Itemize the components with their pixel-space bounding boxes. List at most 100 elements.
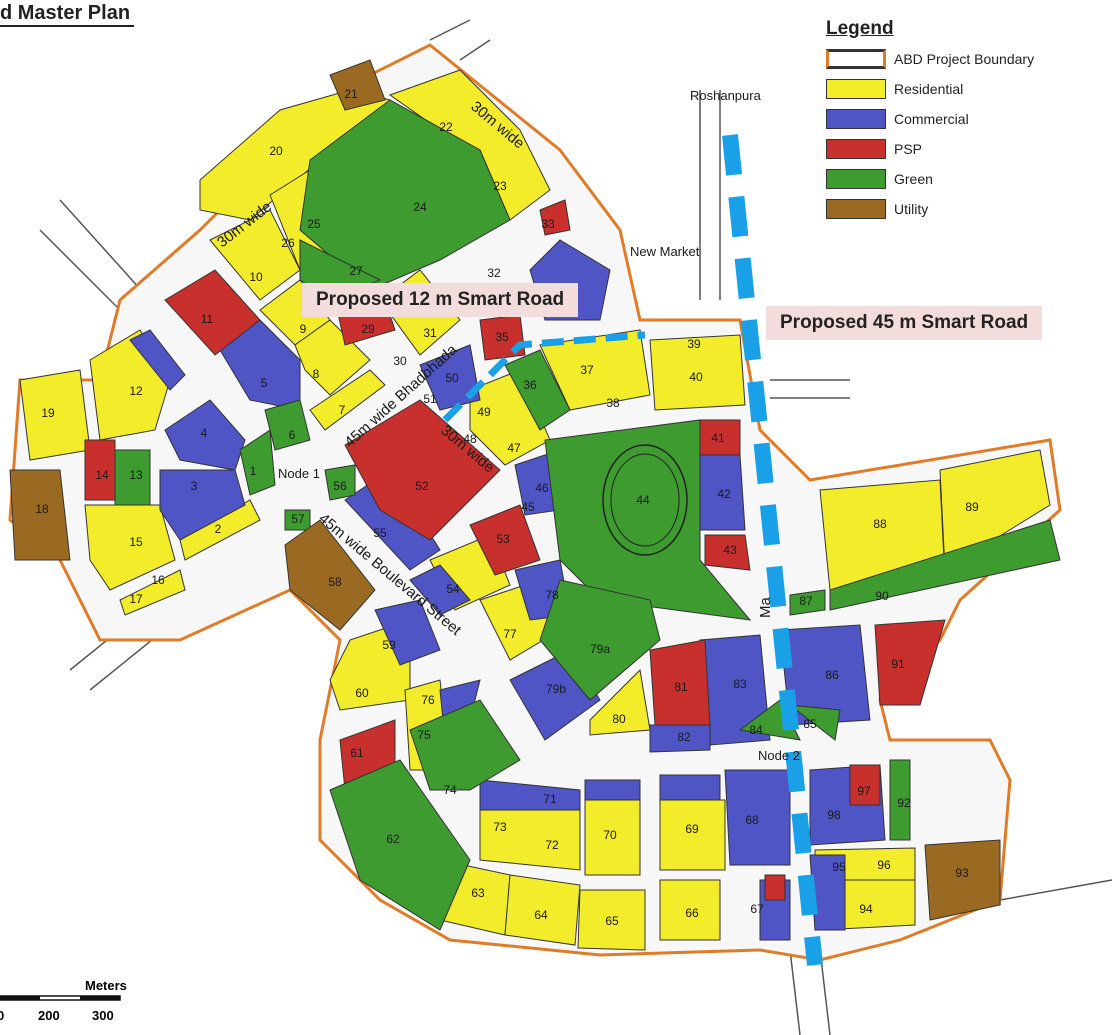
parcel-green — [889, 759, 911, 841]
parcel-green — [789, 589, 826, 616]
legend-title: Legend — [826, 18, 894, 39]
legend-label: Green — [894, 171, 933, 187]
parcel-psp — [344, 399, 501, 541]
plot-label: 55 — [373, 526, 387, 540]
proposed-12m-smart-road — [442, 331, 646, 423]
scale-bar-segment — [80, 996, 120, 1000]
plot-label: 66 — [685, 906, 699, 920]
parcel-residential — [19, 369, 91, 461]
parcel-residential — [294, 319, 371, 396]
plot-label: 46 — [535, 481, 549, 495]
plot-label: 62 — [386, 832, 400, 846]
legend-swatch-green — [826, 169, 886, 189]
plot-label: 41 — [711, 431, 725, 445]
plot-label: 19 — [41, 406, 55, 420]
scale-tick: 200 — [38, 1008, 60, 1023]
plot-label: 60 — [355, 686, 369, 700]
plot-label: 97 — [857, 784, 871, 798]
legend-item-commercial: Commercial — [826, 104, 1076, 134]
plot-label: 37 — [580, 363, 594, 377]
legend-label: Commercial — [894, 111, 969, 127]
plot-label: 89 — [965, 500, 979, 514]
legend-label: ABD Project Boundary — [894, 51, 1035, 67]
parcel-green — [788, 704, 841, 741]
plot-label: 88 — [873, 517, 887, 531]
parcel-residential — [577, 889, 646, 951]
legend-swatch-commercial — [826, 109, 886, 129]
legend-item-boundary: ABD Project Boundary — [826, 44, 1076, 74]
plot-label: 53 — [496, 532, 510, 546]
parcel-psp — [649, 639, 711, 726]
plot-label: 59 — [382, 638, 396, 652]
plot-label: 30 — [393, 354, 407, 368]
plot-label: 11 — [201, 312, 214, 326]
parcel-green — [504, 349, 571, 431]
plot-label: 87 — [799, 594, 813, 608]
plot-label: 49 — [477, 405, 491, 419]
road-label-main: Ma — [757, 597, 774, 618]
plot-labels: 1 2 3 4 5 6 7 8 9 10 11 12 13 14 15 16 1… — [35, 87, 979, 928]
legend-label: Residential — [894, 81, 964, 97]
plot-label: 70 — [603, 828, 617, 842]
plot-label: 6 — [289, 428, 296, 442]
parcel-psp — [704, 534, 751, 571]
stadium-track-inner — [610, 453, 680, 547]
parcel-psp — [764, 874, 786, 901]
parcel-commercial — [374, 599, 441, 666]
plot-label: 67 — [750, 902, 764, 916]
plot-label: 33 — [541, 217, 555, 231]
plot-label: 64 — [534, 908, 548, 922]
plot-label: 26 — [281, 236, 295, 250]
parcel-commercial — [159, 469, 246, 541]
parcel-commercial — [659, 774, 721, 801]
legend-item-utility: Utility — [826, 194, 1076, 224]
place-label-new-market: New Market — [630, 244, 700, 259]
plot-label: 10 — [249, 270, 263, 284]
legend-swatch-residential — [826, 79, 886, 99]
plot-label: 81 — [674, 680, 688, 694]
parcel-psp — [874, 619, 946, 706]
plot-label: 68 — [745, 813, 759, 827]
plot-label: 24 — [413, 200, 427, 214]
parcel-green — [329, 759, 471, 931]
scale-tick: 300 — [92, 1008, 114, 1023]
plot-label: 8 — [313, 367, 320, 381]
parcel-psp — [469, 504, 541, 576]
plot-label: 86 — [825, 668, 839, 682]
plot-label: 20 — [269, 144, 283, 158]
plot-label: 63 — [471, 886, 485, 900]
plot-label: 38 — [606, 396, 620, 410]
plot-label: 29 — [361, 322, 375, 336]
legend-swatch-boundary — [826, 49, 886, 69]
plot-label: 69 — [685, 822, 699, 836]
callout-45m-smart-road: Proposed 45 m Smart Road — [766, 306, 1043, 340]
place-label-node2: Node 2 — [758, 748, 800, 763]
legend-item-residential: Residential — [826, 74, 1076, 104]
plot-label: 82 — [677, 730, 691, 744]
plot-label: 35 — [495, 330, 509, 344]
plot-label: 31 — [423, 326, 437, 340]
plot-label: 2 — [215, 522, 222, 536]
plot-label: 95 — [832, 860, 846, 874]
plot-label: 32 — [487, 266, 501, 280]
legend: Legend ABD Project Boundary Residential … — [826, 18, 1076, 224]
parcel-green — [239, 429, 276, 496]
parcel-residential — [119, 569, 186, 616]
legend-label: Utility — [894, 201, 929, 217]
scale-unit: Meters — [85, 978, 127, 993]
parcel-commercial — [164, 399, 246, 471]
proposed-45m-smart-road — [722, 134, 823, 966]
legend-swatch-psp — [826, 139, 886, 159]
plot-label: 65 — [605, 914, 619, 928]
parcel-green — [264, 399, 311, 451]
plot-label: 85 — [803, 717, 817, 731]
plot-label: 5 — [261, 376, 268, 390]
map-title: d Master Plan — [0, 2, 135, 27]
plot-label: 18 — [35, 502, 49, 516]
plot-label: 61 — [350, 746, 364, 760]
plot-label: 76 — [421, 693, 435, 707]
parcel-residential — [939, 449, 1051, 571]
parcel-commercial — [724, 769, 791, 866]
plot-label: 43 — [723, 543, 737, 557]
plot-label: 78 — [545, 588, 559, 602]
